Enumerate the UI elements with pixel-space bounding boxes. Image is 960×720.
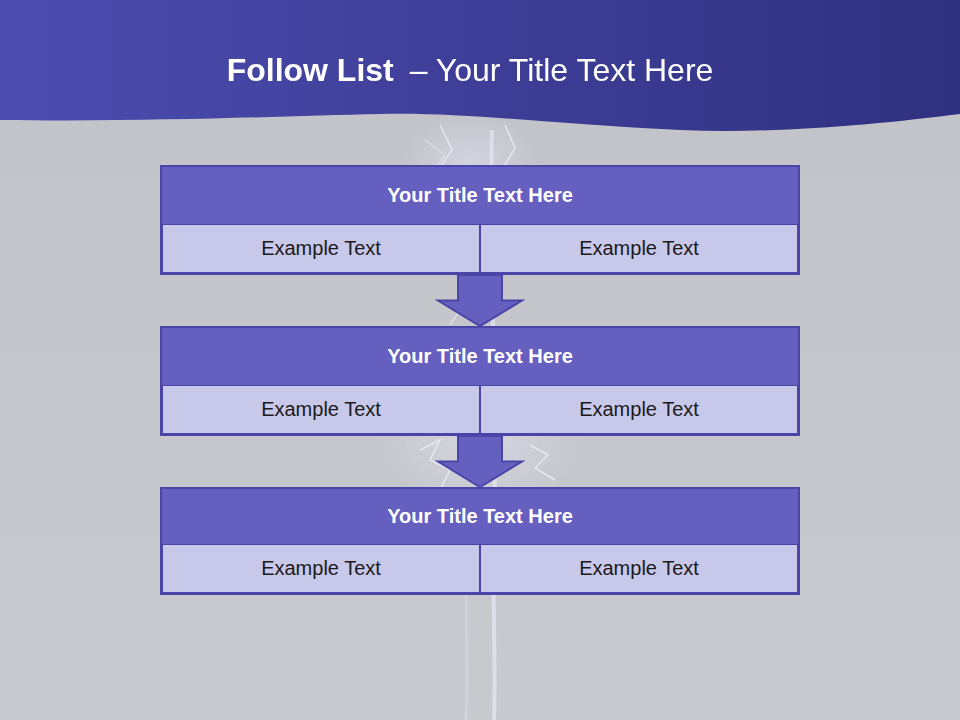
header-band: [0, 0, 960, 131]
example-cell: Example Text: [162, 385, 480, 434]
step-block: Your Title Text HereExample Text Example …: [160, 487, 800, 595]
cell-text: Example Text: [253, 557, 389, 580]
step-header: Your Title Text Here: [162, 489, 798, 544]
step-title: Your Title Text Here: [377, 345, 583, 368]
example-cell: Example Text: [162, 544, 480, 593]
example-cell: Example Text: [162, 224, 480, 273]
step-block: Your Title Text HereExample Text Example …: [160, 165, 800, 275]
cell-text: Example Text: [253, 237, 389, 260]
flow-arrow: [438, 275, 522, 326]
step-block: Your Title Text HereExample Text Example …: [160, 326, 800, 436]
example-cell: Example Text: [480, 224, 798, 273]
flow-arrow: [438, 436, 522, 487]
title-subtext: – Your Title Text Here: [410, 52, 714, 89]
cell-text: Example Text: [253, 398, 389, 421]
cell-text: Example Text: [571, 557, 707, 580]
step-header: Your Title Text Here: [162, 328, 798, 385]
title-row: Follow List – Your Title Text Here: [0, 52, 940, 89]
step-title: Your Title Text Here: [377, 184, 583, 207]
step-header: Your Title Text Here: [162, 167, 798, 224]
example-cell: Example Text: [480, 544, 798, 593]
step-title: Your Title Text Here: [377, 505, 583, 528]
slide-title: Follow List: [227, 52, 394, 89]
cell-text: Example Text: [571, 237, 707, 260]
cell-text: Example Text: [571, 398, 707, 421]
example-cell: Example Text: [480, 385, 798, 434]
